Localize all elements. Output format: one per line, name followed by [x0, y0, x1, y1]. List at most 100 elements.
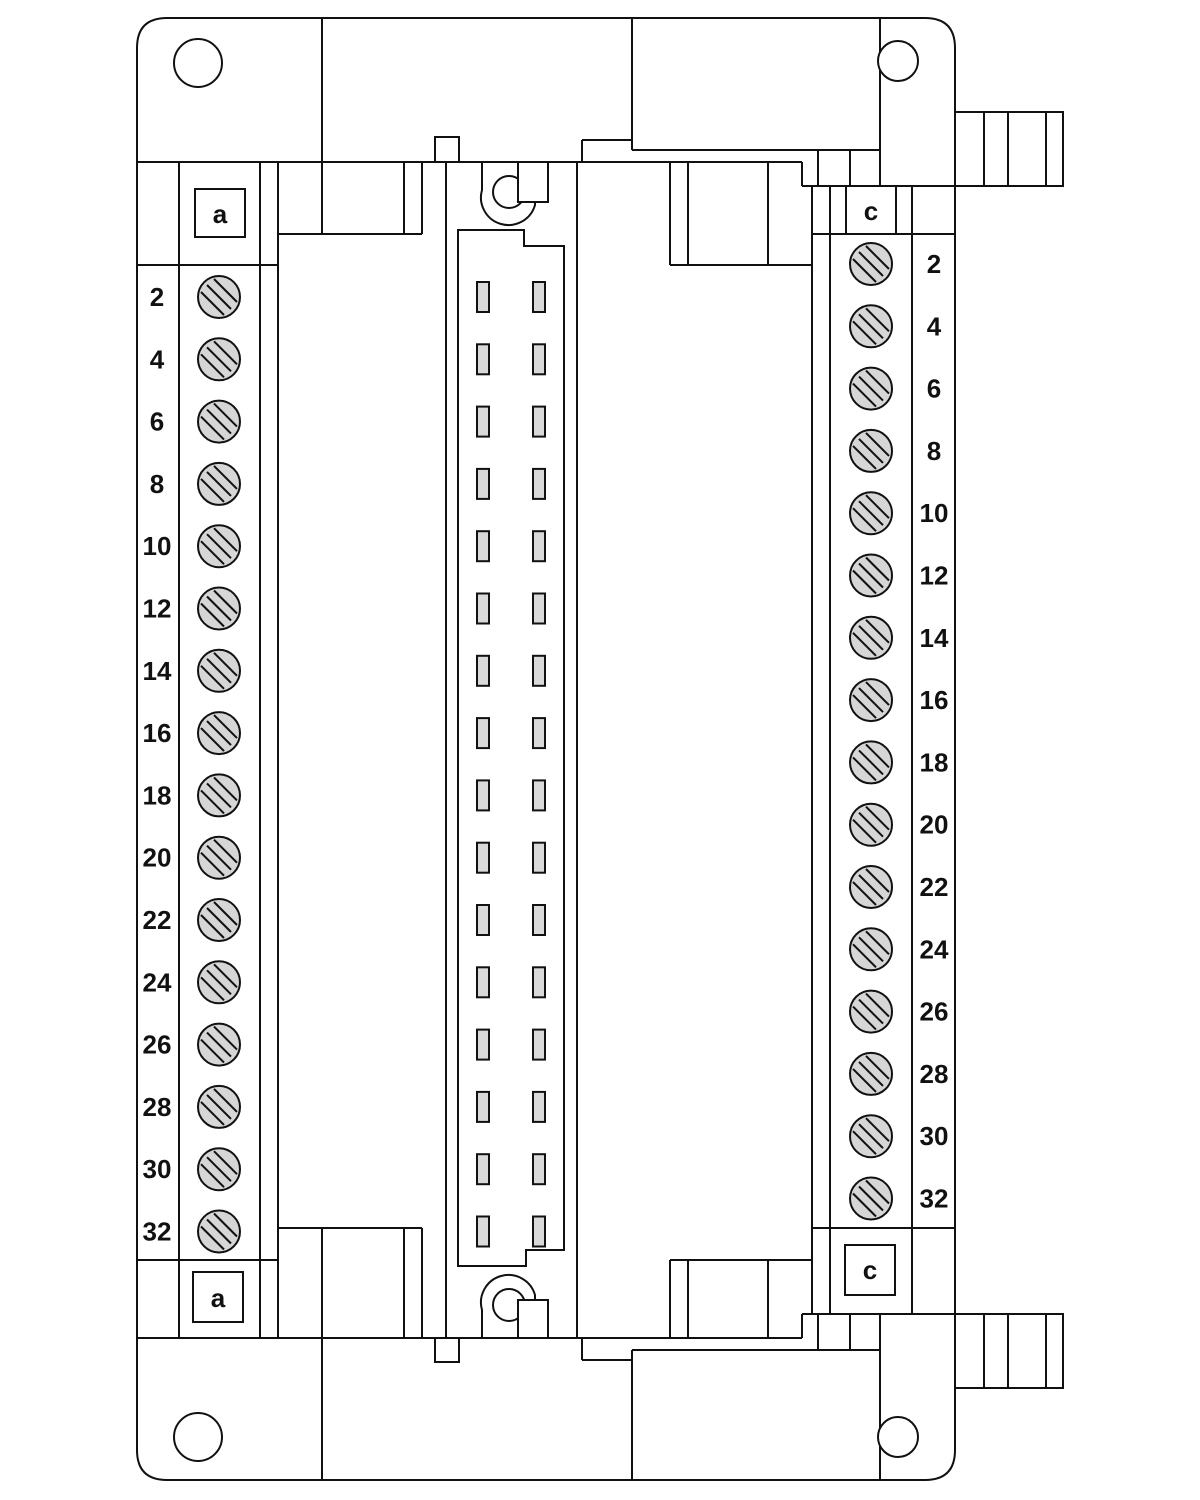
right-terminal-number: 8 — [927, 436, 941, 466]
bottom-housing-section — [137, 1313, 955, 1480]
screw-slot — [206, 408, 232, 435]
mounting-hole-bottom-left — [173, 1412, 223, 1462]
screw-slot — [865, 1117, 890, 1142]
connector-pin — [532, 1028, 546, 1061]
row-label-a-top: a — [213, 199, 228, 229]
connector-pin — [532, 904, 546, 936]
left-terminal-number: 20 — [143, 843, 172, 873]
right-terminal-screw — [849, 428, 893, 473]
right-terminal-screw — [849, 989, 893, 1034]
screw-slot — [206, 284, 232, 310]
screw-slot — [858, 313, 884, 340]
screw-slot — [865, 681, 890, 706]
right-terminal-number: 6 — [927, 374, 941, 404]
connector-pin — [476, 779, 490, 812]
screw-slot — [206, 969, 232, 996]
right-terminal-number: 26 — [920, 997, 949, 1027]
mounting-hole-top-right — [877, 40, 919, 82]
screw-slot — [852, 756, 877, 782]
screw-slot — [206, 1094, 232, 1120]
screw-slot — [852, 632, 877, 657]
screw-slot — [200, 1163, 225, 1188]
right-terminal-screw — [849, 740, 893, 785]
connector-pin — [532, 530, 546, 563]
left-terminal-screw — [197, 1022, 241, 1067]
right-inner-block-top — [669, 162, 812, 266]
screw-slot — [200, 1101, 225, 1126]
screw-slot — [852, 694, 877, 719]
screw-slot — [200, 914, 225, 939]
screw-slot — [206, 658, 232, 684]
right-terminal-screw — [849, 802, 893, 847]
left-terminal-screw — [197, 960, 241, 1005]
screw-slot — [858, 1185, 884, 1212]
right-terminal-screw — [849, 678, 893, 723]
screw-slot — [200, 353, 225, 379]
connector-pins — [476, 281, 546, 1248]
connector-pin — [476, 1090, 490, 1123]
screw-slot — [206, 471, 232, 497]
connector-pin — [476, 966, 490, 999]
connector-pin — [476, 592, 490, 625]
screw-slot — [200, 1225, 225, 1251]
left-inner-block-bottom — [278, 1227, 423, 1338]
screw-slot — [858, 811, 884, 838]
right-terminal-screw — [849, 304, 893, 349]
connector-pin — [532, 717, 546, 750]
row-label-c-bottom: c — [863, 1255, 877, 1285]
screw-slot — [206, 595, 232, 622]
screw-slot — [852, 1192, 877, 1218]
screw-slot — [865, 1179, 890, 1205]
right-terminal-number: 24 — [920, 934, 949, 964]
screw-slot — [865, 743, 890, 769]
screw-slot — [858, 625, 884, 651]
right-terminal-number: 4 — [927, 311, 942, 341]
connector-pin — [476, 904, 490, 936]
connector-pin — [476, 654, 490, 687]
connector-frame — [434, 136, 578, 1363]
right-terminal-number: 16 — [920, 685, 949, 715]
screw-slot — [213, 776, 238, 802]
screw-slot — [858, 998, 884, 1025]
screw-slot — [213, 714, 238, 739]
left-terminal-number: 12 — [143, 594, 172, 624]
screw-slot — [858, 687, 884, 713]
screw-slot — [858, 438, 884, 464]
right-terminal-number: 2 — [927, 249, 941, 279]
connector-pin — [476, 1215, 490, 1248]
connector-pin — [532, 343, 546, 376]
screw-slot — [852, 320, 877, 346]
screw-slot — [865, 805, 890, 831]
left-terminal-screw — [197, 524, 241, 569]
left-terminal-number: 4 — [150, 344, 165, 374]
screw-slot — [213, 838, 238, 864]
left-terminal-number: 26 — [143, 1030, 172, 1060]
screw-slot — [852, 1068, 877, 1093]
connector-pin — [476, 1153, 490, 1186]
screw-slot — [865, 868, 890, 893]
right-terminal-screw — [849, 491, 893, 536]
left-terminal-number: 22 — [143, 905, 172, 935]
right-terminal-screw — [849, 242, 893, 286]
connector-screw-top — [479, 161, 549, 227]
screw-slot — [858, 874, 884, 900]
right-terminal-screw — [849, 1114, 893, 1159]
screw-slot — [865, 494, 890, 519]
left-terminal-number: 30 — [143, 1154, 172, 1184]
screw-slot — [200, 976, 225, 1002]
right-terminal-screw — [849, 1051, 893, 1096]
row-label-a-bottom: a — [211, 1283, 226, 1313]
screw-slot — [213, 465, 238, 490]
connector-pin — [532, 1090, 546, 1123]
screw-slot — [858, 1061, 884, 1087]
screw-slot — [852, 943, 877, 969]
right-terminal-strip — [811, 185, 955, 1314]
screw-slot — [865, 556, 890, 582]
right-terminal-number: 30 — [920, 1121, 949, 1151]
screw-slot — [852, 258, 877, 283]
left-terminal-number: 2 — [150, 282, 164, 312]
right-terminal-number: 18 — [920, 747, 949, 777]
